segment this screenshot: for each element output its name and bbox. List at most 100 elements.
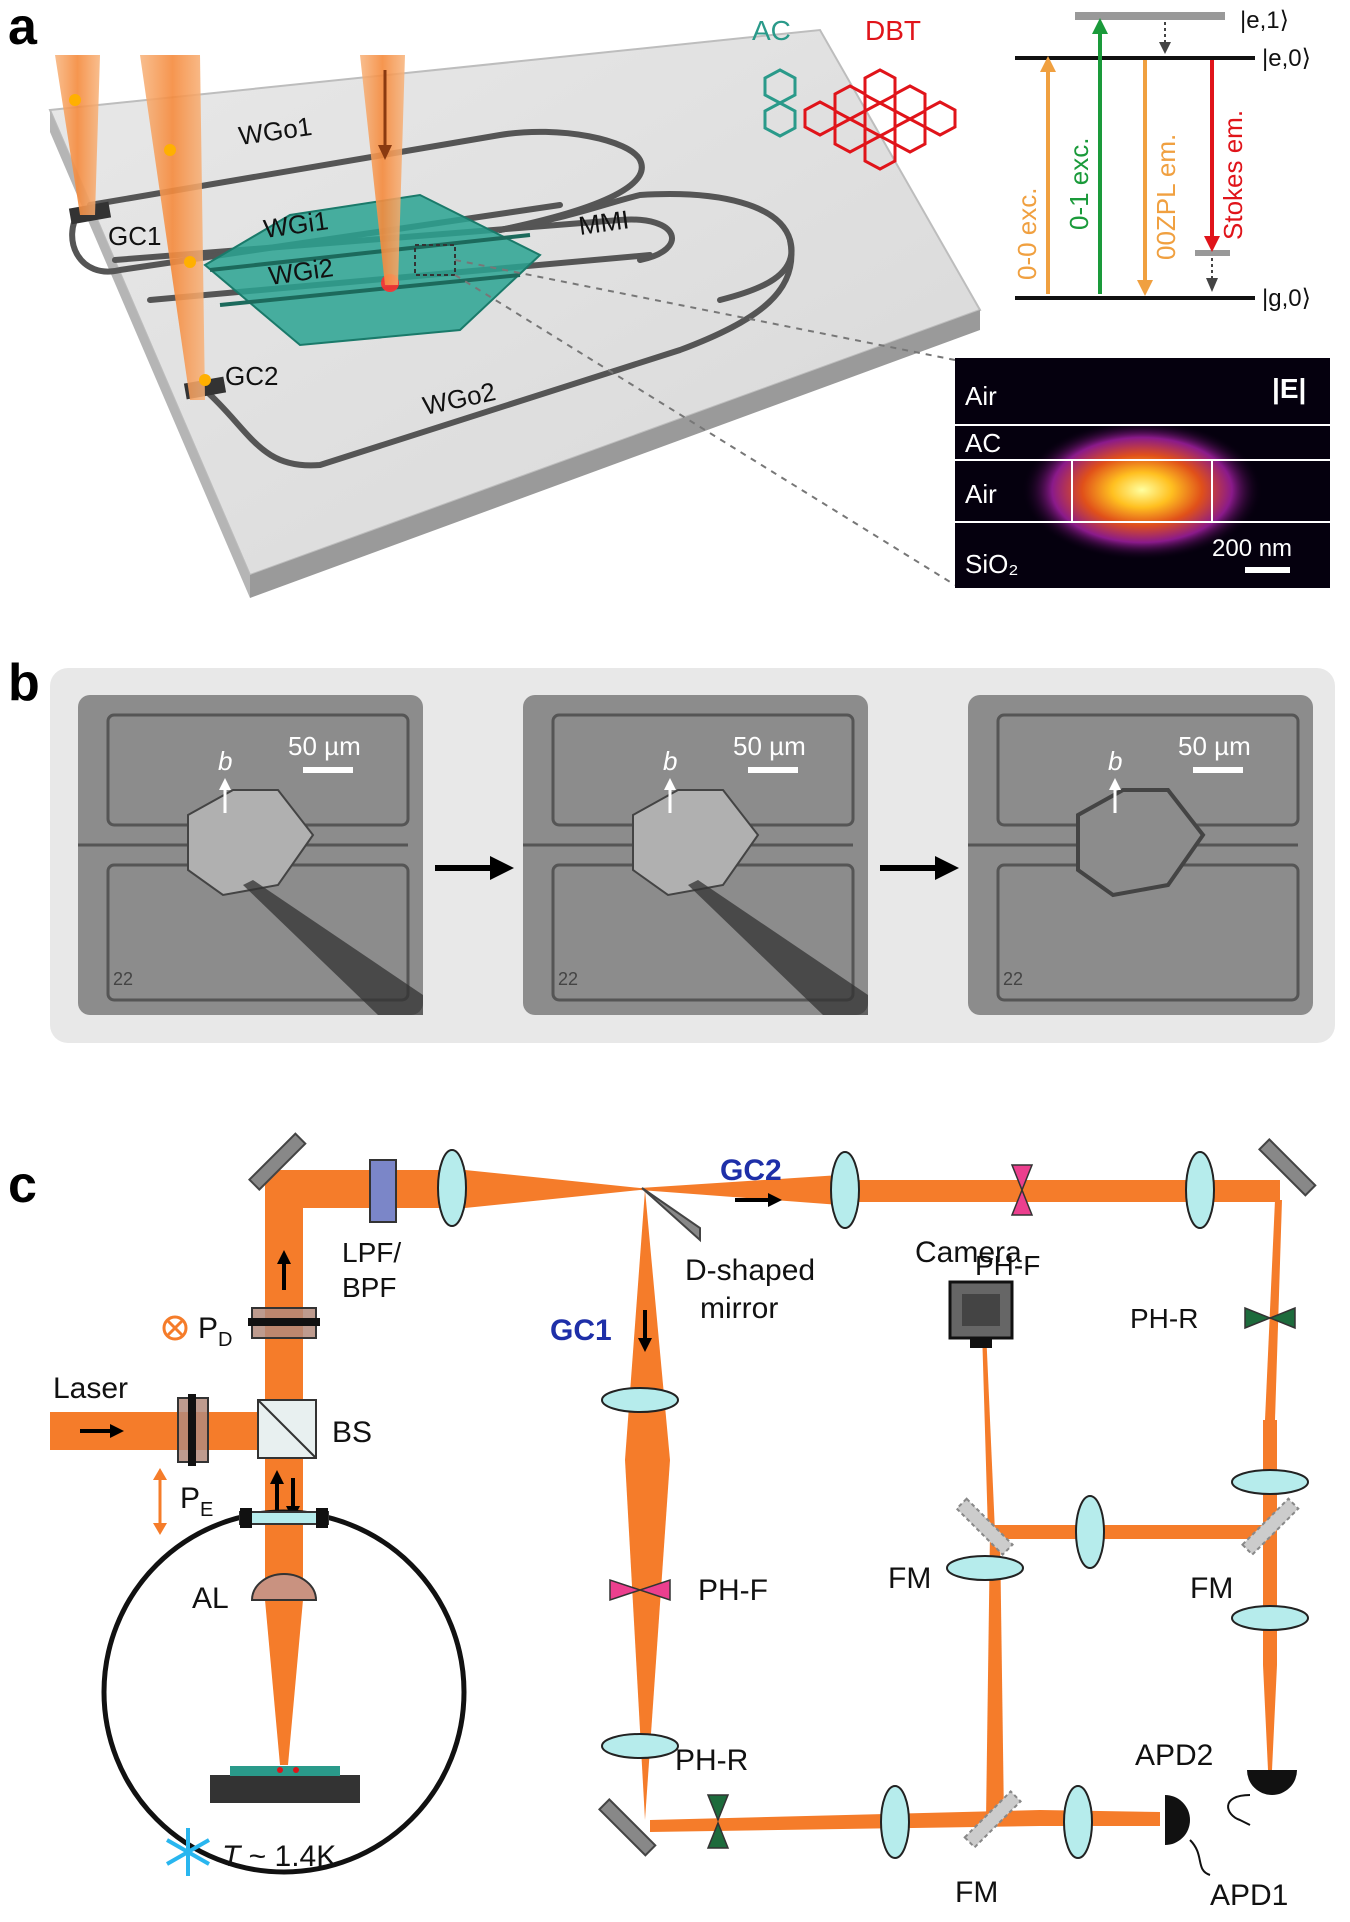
label-ph-f-top: PH-F (975, 1250, 1040, 1281)
vibrational-level-line (1195, 250, 1230, 256)
beam-gc1 (55, 55, 100, 215)
label-apd2: APD2 (1135, 1739, 1213, 1772)
sample-chip (230, 1766, 340, 1776)
label-camera: Camera (915, 1236, 1022, 1269)
lenses (437, 1149, 1309, 1859)
lens (1075, 1495, 1105, 1569)
label-fm-right: FM (1190, 1572, 1233, 1605)
label-fm-bottom: FM (955, 1876, 998, 1909)
beam-fm-horizontal (990, 1525, 1265, 1539)
label-pe: PE (180, 1482, 213, 1521)
crystal-waveguide-wgi2 (219, 273, 521, 307)
dbt-molecule-icon (803, 68, 957, 171)
panel-letter-c: c (8, 1156, 37, 1214)
label-temperature: T ~ 1.4K (222, 1840, 336, 1873)
label-d-shaped: D-shaped (685, 1254, 815, 1287)
ac-crystal (203, 193, 542, 347)
level-e1-line (1075, 12, 1225, 20)
panel-letter-a: a (8, 0, 38, 56)
label-bpf: BPF (342, 1272, 396, 1303)
scale-bar (303, 767, 353, 773)
label-gc1: GC1 (108, 221, 161, 251)
label-gc1: GC1 (550, 1314, 612, 1347)
scale-label: 50 µm (288, 731, 361, 761)
beam-right-lower (1263, 1665, 1277, 1770)
mode-label-air-top: Air (965, 381, 997, 411)
waveguide-mmi (497, 191, 795, 303)
mode-label-ac: AC (965, 428, 1001, 458)
lens (1231, 1605, 1309, 1631)
lens (601, 1733, 679, 1759)
beam-arrows (80, 1193, 782, 1520)
d-shaped-mirror (641, 1187, 701, 1243)
polarization-d-icon (162, 1315, 188, 1341)
zoom-line-bottom (454, 274, 956, 586)
level-g0-line (1015, 296, 1255, 300)
label-level-g0: |g,0⟩ (1262, 285, 1311, 312)
sample-stage (210, 1775, 360, 1803)
beam-gc1-down (625, 1190, 670, 1820)
pinhole-f-mid (609, 1578, 643, 1602)
mode-scale-label: 200 nm (1212, 535, 1292, 562)
pinhole-r-right (1244, 1306, 1273, 1330)
panel-letter-b: b (8, 654, 40, 712)
flip-mirror-left (955, 1497, 1014, 1556)
beam-vertical (265, 1170, 303, 1600)
beam-top-left (265, 1170, 465, 1208)
label-mirror: mirror (700, 1292, 778, 1325)
lens (1063, 1785, 1093, 1859)
label-stokes-em: Stokes em. (1218, 110, 1248, 240)
label-00-exc: 0-0 exc. (1012, 188, 1042, 281)
label-mmi: MMI (577, 204, 631, 241)
lens (880, 1785, 910, 1859)
optical-setup: LPF/ BPF GC2 GC1 D-shaped mirror PH-F PH… (50, 1132, 1317, 1912)
label-ph-f-mid: PH-F (698, 1574, 768, 1607)
axis-label: b (663, 746, 677, 776)
waveguides (69, 128, 795, 469)
scale-bar (748, 767, 798, 773)
label-00zpl-em: 00ZPL em. (1151, 134, 1181, 260)
label-ac: AC (752, 15, 791, 46)
beam-right-upper (1265, 1200, 1282, 1420)
device-number: 22 (558, 969, 578, 989)
label-al: AL (192, 1582, 229, 1615)
waveguide-wgi1 (112, 216, 675, 263)
label-fm-left: FM (888, 1562, 931, 1595)
snowflake-icon (166, 1828, 210, 1876)
mirror-top-right (1258, 1138, 1317, 1197)
crystal-waveguide-wgi1 (209, 233, 531, 272)
lens (437, 1149, 467, 1227)
cryostat-window (239, 1511, 329, 1525)
photon-icon (199, 374, 211, 386)
detector-apd2 (1247, 1770, 1297, 1795)
mirror-bottom-left (598, 1798, 657, 1857)
beam-top-right (840, 1180, 1280, 1202)
device-number: 22 (1003, 969, 1023, 989)
filter-lpf-bpf (369, 1159, 397, 1223)
label-gc2: GC2 (225, 361, 278, 391)
beam-to-dmirror (465, 1170, 640, 1208)
device-number: 22 (113, 969, 133, 989)
beam-to-apd1 (1040, 1810, 1160, 1826)
label-ph-r-right: PH-R (1130, 1303, 1198, 1334)
panel-b-arrows (435, 856, 959, 880)
zoom-line-top (454, 259, 956, 361)
photon-icon (184, 256, 196, 268)
pinhole-r-bottom (706, 1794, 730, 1823)
mode-scale-bar (1245, 567, 1290, 573)
detector-apd1 (1165, 1795, 1190, 1845)
lens (601, 1387, 679, 1413)
flip-mirror-right (1241, 1497, 1300, 1556)
mode-label-field: |E| (1272, 373, 1306, 404)
ac-molecule-icon (763, 68, 797, 138)
label-ph-r-bottom: PH-R (675, 1744, 748, 1777)
label-level-e1: |e,1⟩ (1240, 7, 1289, 34)
mode-field (1022, 420, 1262, 560)
photon-icon (69, 94, 81, 106)
lens (1231, 1469, 1309, 1495)
chip-edge-front (250, 310, 980, 598)
